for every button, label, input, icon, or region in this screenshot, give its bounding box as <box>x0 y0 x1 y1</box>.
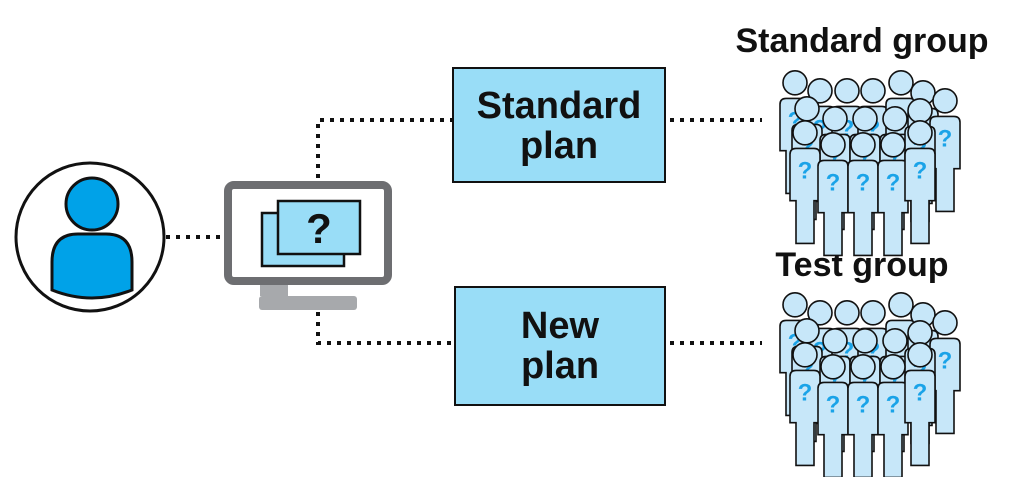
person-question-mark: ? <box>886 391 901 418</box>
person-question-mark: ? <box>856 169 871 196</box>
person-question-mark: ? <box>938 347 953 374</box>
new-plan-label-line1: New <box>521 305 600 347</box>
person-icon: ? <box>877 132 909 257</box>
person-icon: ? <box>789 341 821 467</box>
monitor-question-mark: ? <box>306 205 332 252</box>
connector-monitor-new-plan <box>316 312 452 345</box>
person-question-mark: ? <box>798 157 813 184</box>
standard-plan-box: Standard plan <box>452 67 666 183</box>
person-icon: ? <box>929 309 961 435</box>
person-icon: ? <box>847 132 879 257</box>
person-question-mark: ? <box>826 169 841 196</box>
standard-group-label: Standard group <box>735 22 988 60</box>
user-avatar-icon <box>14 161 166 313</box>
person-icon: ? <box>929 88 961 213</box>
person-icon: ? <box>877 353 909 477</box>
computer-monitor-icon: ? <box>224 181 392 310</box>
person-question-mark: ? <box>913 379 928 406</box>
person-icon: ? <box>904 341 936 467</box>
connectors <box>166 118 762 345</box>
new-plan-box: New plan <box>454 286 666 406</box>
person-question-mark: ? <box>938 125 953 152</box>
standard-group-crowd: ????????????????? <box>779 70 961 257</box>
person-icon: ? <box>817 353 849 477</box>
person-question-mark: ? <box>913 157 928 184</box>
person-question-mark: ? <box>826 391 841 418</box>
test-group-crowd: ????????????????? <box>779 291 961 477</box>
standard-plan-label-line1: Standard <box>477 85 642 127</box>
person-icon: ? <box>789 120 821 245</box>
person-question-mark: ? <box>798 379 813 406</box>
standard-plan-label-line2: plan <box>520 125 598 167</box>
person-icon: ? <box>847 353 879 477</box>
person-question-mark: ? <box>856 391 871 418</box>
person-question-mark: ? <box>886 169 901 196</box>
connector-monitor-standard-plan <box>316 118 452 178</box>
person-icon: ? <box>904 120 936 245</box>
person-icon: ? <box>817 132 849 257</box>
new-plan-label-line2: plan <box>521 345 599 387</box>
